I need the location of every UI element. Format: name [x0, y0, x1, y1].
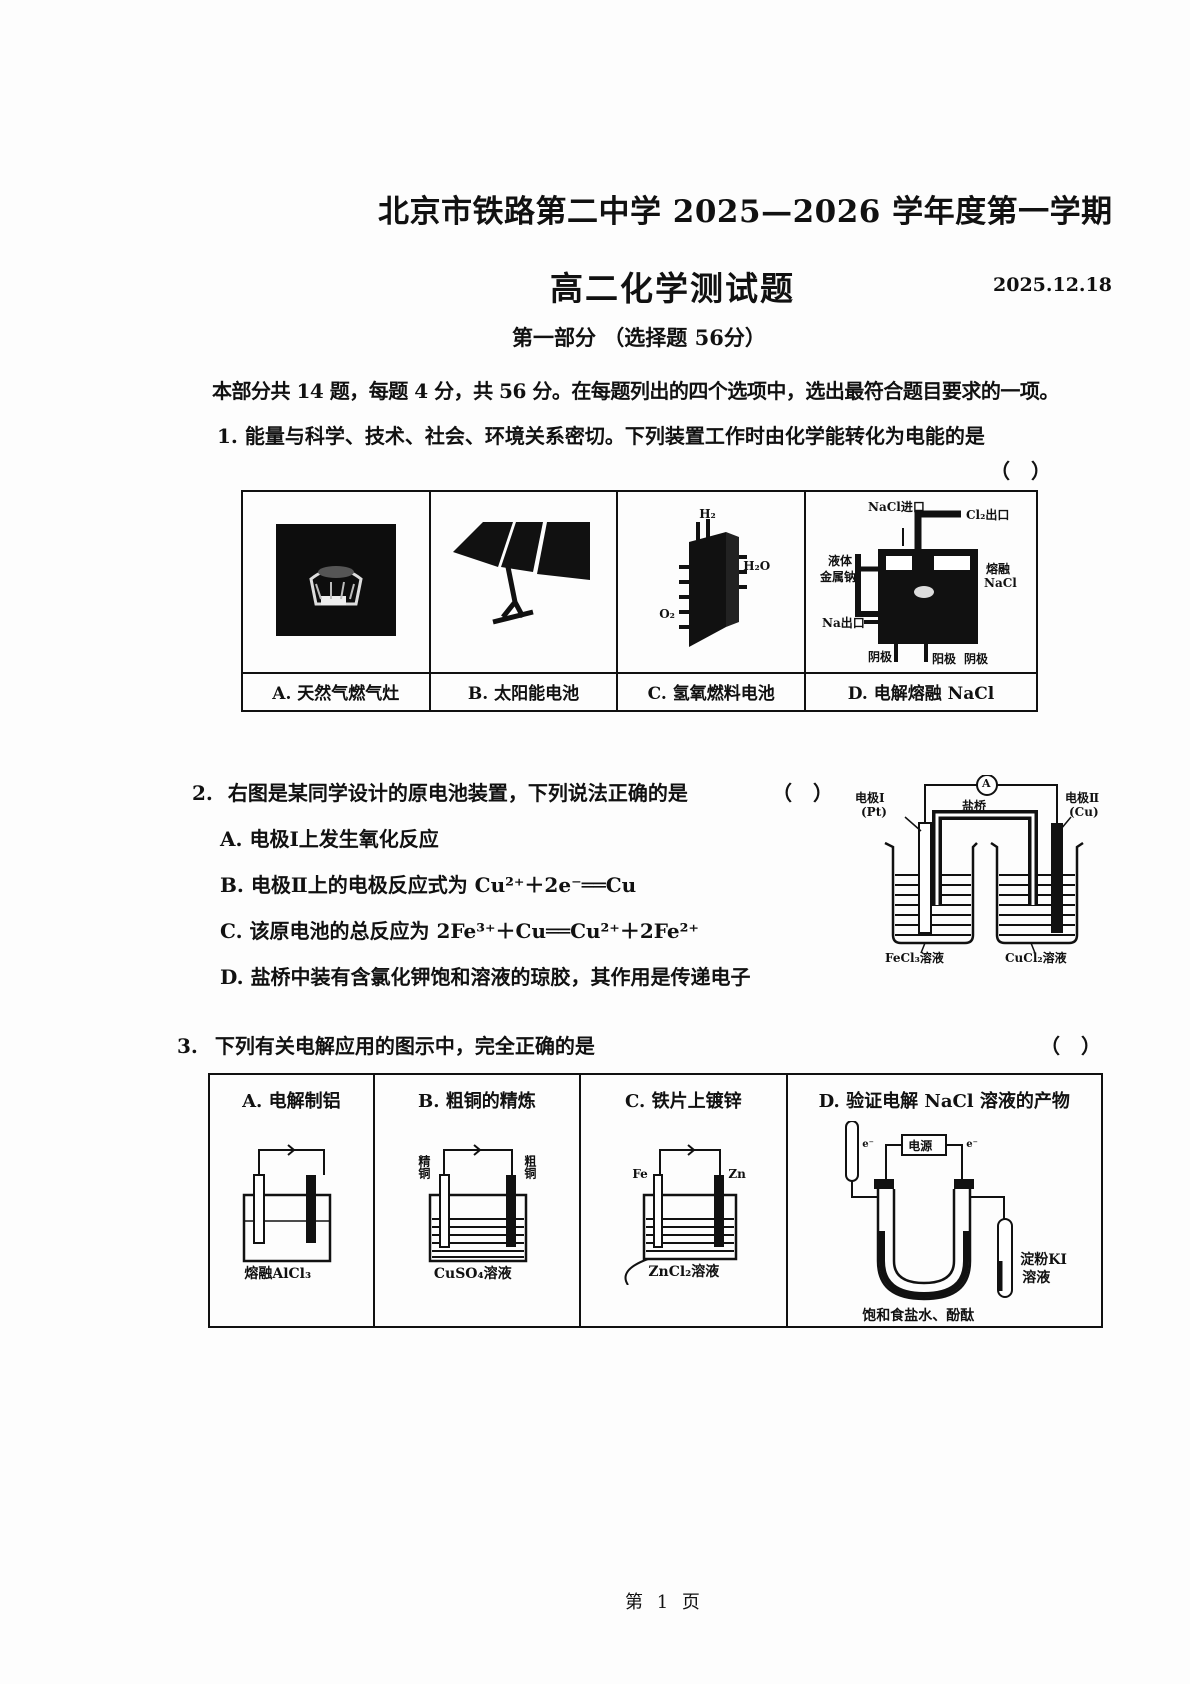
electron-right-label: e⁻ [966, 1139, 978, 1150]
h2o-label: H₂O [743, 558, 771, 573]
question-3-stem: 3. 下列有关电解应用的图示中，完全正确的是 [177, 1030, 595, 1059]
brine-phenolphthalein-label: 饱和食盐水、酚酞 [862, 1308, 975, 1324]
q3-option-b[interactable]: B. 粗铜的精炼 精铜 粗铜 CuSO₄溶液 [372, 1073, 582, 1328]
power-source-label: 电源 [908, 1139, 933, 1153]
question-text: 能量与科学、技术、社会、环境关系密切。下列装置工作时由化学能转化为电能的是 [244, 424, 985, 448]
zncl2-solution-label: ZnCl₂溶液 [648, 1264, 720, 1280]
zn-electrode-label: Zn [728, 1167, 746, 1181]
galvanic-cell-figure: A 盐桥 电极Ⅰ (Pt) 电极Ⅱ (Cu) FeCl₃溶液 CuCl₂溶液 [855, 775, 1105, 965]
exam-date: 2025.12.18 [993, 274, 1112, 296]
fe-electrode-label: Fe [632, 1167, 648, 1181]
left-solution-label: FeCl₃溶液 [885, 951, 944, 965]
question-number: 3. [177, 1034, 198, 1058]
molten-label: 熔融 [985, 562, 1010, 577]
right-solution-label: CuCl₂溶液 [1005, 951, 1067, 965]
molten-alcl3-label: 熔融AlCl₃ [244, 1266, 312, 1282]
q2-option-b[interactable]: B. 电极Ⅱ上的电极反应式为 Cu²⁺＋2e⁻══Cu [220, 873, 637, 897]
q2-option-d[interactable]: D. 盐桥中装有含氯化钾饱和溶液的琼胶，其作用是传递电子 [220, 965, 751, 989]
question-1-options-table: H₂ H₂O O₂ NaCl进口 [241, 490, 1039, 713]
molten-nacl-diagram: NaCl进口 Cl₂出口 液体 金属钠 熔融 NaCl Na出口 阴极 阳极 阴… [806, 494, 1036, 669]
cathode-label-2: 阴极 [963, 652, 988, 667]
question-number: 1. [217, 424, 238, 448]
question-2-stem: 2. 右图是某同学设计的原电池装置，下列说法正确的是 [192, 777, 688, 806]
q3-option-c[interactable]: C. 铁片上镀锌 Fe Zn ZnCl₂溶液 [579, 1073, 788, 1328]
question-text: 右图是某同学设计的原电池装置，下列说法正确的是 [227, 781, 688, 805]
exam-title: 高二化学测试题 [550, 269, 795, 308]
question-3-options-table: A. 电解制铝 熔融AlCl₃ B. 粗铜的精炼 [208, 1073, 1104, 1328]
electrolysis-cell-icon [854, 510, 978, 663]
option-d-image-cell: NaCl进口 Cl₂出口 液体 金属钠 熔融 NaCl Na出口 阴极 阳极 阴… [803, 490, 1039, 674]
option-d[interactable]: D. 电解熔融 NaCl [803, 671, 1039, 713]
electrode-1-material: (Pt) [861, 805, 887, 819]
q2-option-c[interactable]: C. 该原电池的总反应为 2Fe³⁺＋Cu══Cu²⁺＋2Fe²⁺ [220, 919, 699, 943]
electrode-2-material: (Cu) [1069, 805, 1099, 819]
u-tube-electrolysis-icon [845, 1120, 1014, 1301]
gas-stove-photo-icon [275, 523, 396, 636]
q3-option-d[interactable]: D. 验证电解 NaCl 溶液的产物 电源 e⁻ [785, 1073, 1104, 1328]
question-number: 2. [192, 781, 213, 805]
o2-label: O₂ [659, 606, 675, 621]
electrode-1-label: 电极Ⅰ [855, 791, 885, 805]
answer-blank[interactable]: （ ） [990, 459, 1051, 483]
solar-panel-photo-icon [453, 522, 591, 625]
sodium-metal-label: 金属钠 [819, 570, 856, 585]
salt-bridge-label: 盐桥 [962, 799, 987, 813]
answer-blank[interactable]: （ ） [1040, 1034, 1101, 1058]
cuso4-solution-label: CuSO₄溶液 [433, 1266, 512, 1282]
crude-copper-label: 粗铜 [522, 1155, 537, 1179]
pure-copper-label: 精铜 [416, 1155, 431, 1179]
option-a-image-cell [241, 490, 431, 674]
ammeter-label: A [982, 777, 991, 790]
liquid-label: 液体 [827, 554, 852, 569]
instructions: 本部分共 14 题，每题 4 分，共 56 分。在每题列出的四个选项中，选出最符… [212, 379, 1059, 403]
electron-left-label: e⁻ [862, 1139, 874, 1150]
anode-label: 阳极 [931, 652, 956, 667]
electrode-2-label: 电极Ⅱ [1065, 791, 1100, 805]
nacl-inlet-label: NaCl进口 [867, 500, 925, 515]
cathode-label: 阴极 [867, 650, 892, 665]
option-c[interactable]: C. 氢氧燃料电池 [616, 671, 806, 713]
starch-ki-label: 淀粉KI [1020, 1252, 1067, 1268]
answer-blank[interactable]: （ ） [772, 781, 833, 805]
na-outlet-label: Na出口 [821, 616, 865, 631]
option-c-image-cell: H₂ H₂O O₂ [616, 490, 806, 674]
question-1-stem: 1. 能量与科学、技术、社会、环境关系密切。下列装置工作时由化学能转化为电能的是 [217, 420, 985, 449]
cl2-outlet-label: Cl₂出口 [965, 508, 1010, 523]
option-b[interactable]: B. 太阳能电池 [428, 671, 619, 713]
starch-ki-solution-label: 溶液 [1022, 1270, 1051, 1286]
question-text: 下列有关电解应用的图示中，完全正确的是 [214, 1034, 595, 1058]
galvanic-cell-icon [884, 775, 1084, 954]
fuel-cell-diagram: H₂ H₂O O₂ [651, 507, 771, 657]
aluminum-electrolysis-icon [243, 1144, 332, 1263]
option-a[interactable]: A. 天然气燃气灶 [241, 671, 431, 713]
fuel-cell-icon [679, 518, 748, 647]
school-title: 北京市铁路第二中学 2025—2026 学年度第一学期 [378, 194, 1113, 230]
h2-label: H₂ [699, 506, 716, 521]
copper-refining-icon [428, 1144, 528, 1263]
zinc-plating-icon [624, 1144, 738, 1286]
nacl-label: NaCl [983, 576, 1017, 591]
q2-option-a[interactable]: A. 电极Ⅰ上发生氧化反应 [220, 827, 439, 851]
page-number: 第 1 页 [625, 1592, 700, 1613]
q3-option-a[interactable]: A. 电解制铝 熔融AlCl₃ [208, 1073, 375, 1328]
part-title: 第一部分 （选择题 56分） [512, 325, 766, 350]
option-b-image-cell [428, 490, 619, 674]
